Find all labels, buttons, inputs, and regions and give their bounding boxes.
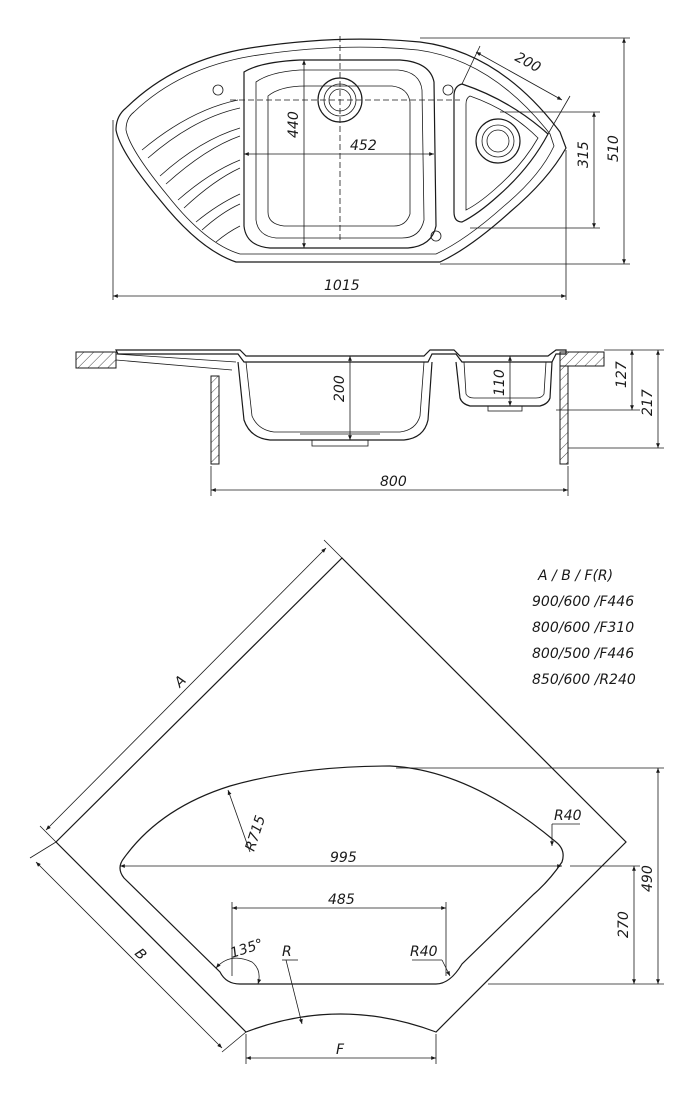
size-table: A / B / F(R) 900/600 /F446 800/600 /F310…: [532, 568, 636, 688]
top-view: 1015 510 315 200 452 440: [112, 36, 630, 300]
main-bowl-floor: [267, 85, 411, 227]
dim-main-bowl-depth: 440: [286, 111, 302, 138]
dim-main-bowl-depth-section: 200: [332, 375, 348, 402]
small-bowl-inner: [465, 95, 539, 211]
dim-cutout-width: 995: [330, 850, 357, 866]
countertop-left: [75, 351, 117, 369]
dim-angle: 135°: [228, 936, 265, 962]
size-table-row: 800/600 /F310: [532, 620, 634, 636]
countertop-outline: [55, 557, 627, 1033]
section-view: 800 200 110 127 217: [75, 349, 664, 496]
dim-small-bowl-width: 200: [512, 49, 543, 76]
main-drain-section: [311, 439, 369, 447]
dim-rim-depth: 127: [614, 361, 630, 388]
label-radius-r: R: [282, 944, 292, 960]
dim-cutout-depth-total: 490: [640, 865, 656, 892]
cutout-shape: [119, 765, 564, 985]
cutout-view: A B F R R715 995 R40 485 R40: [29, 539, 664, 1064]
dim-width-total: 1015: [324, 278, 360, 294]
faucet-hole: [212, 84, 224, 96]
cabinet-wall-left: [210, 375, 220, 465]
small-drain: [475, 118, 521, 164]
dim-depth-total: 510: [606, 135, 622, 162]
small-drain-section: [487, 405, 523, 412]
main-bowl-inner: [255, 69, 425, 239]
sink-rim-section: [115, 349, 567, 363]
dim-small-bowl-depth-section: 110: [492, 369, 508, 396]
small-bowl-outer: [453, 83, 549, 223]
countertop-right: [559, 351, 605, 367]
size-table-header: A / B / F(R): [537, 568, 613, 584]
dim-corner-radius-right: R40: [554, 808, 582, 824]
label-side-b: B: [131, 946, 149, 964]
faucet-hole: [430, 230, 442, 242]
dim-front-radius: R715: [243, 814, 270, 854]
cabinet-wall-right: [559, 365, 569, 465]
size-table-row: 900/600 /F446: [532, 594, 634, 610]
dim-total-depth: 217: [640, 389, 656, 416]
sink-rim-inner: [125, 46, 555, 255]
drainboard-ribs: [141, 99, 241, 243]
dim-inner-width: 485: [328, 892, 355, 908]
dim-corner-radius-inner: R40: [410, 944, 438, 960]
dim-cutout-depth-inner: 270: [616, 911, 632, 938]
faucet-hole: [442, 84, 454, 96]
dim-cabinet-width: 800: [380, 474, 407, 490]
main-bowl-outer: [243, 59, 437, 249]
sink-outline: [115, 38, 567, 263]
size-table-row: 850/600 /R240: [532, 672, 636, 688]
label-chord-f: F: [336, 1042, 345, 1058]
dim-main-bowl-width: 452: [350, 138, 377, 154]
size-table-row: 800/500 /F446: [532, 646, 634, 662]
dim-small-bowl-depth: 315: [576, 141, 592, 168]
